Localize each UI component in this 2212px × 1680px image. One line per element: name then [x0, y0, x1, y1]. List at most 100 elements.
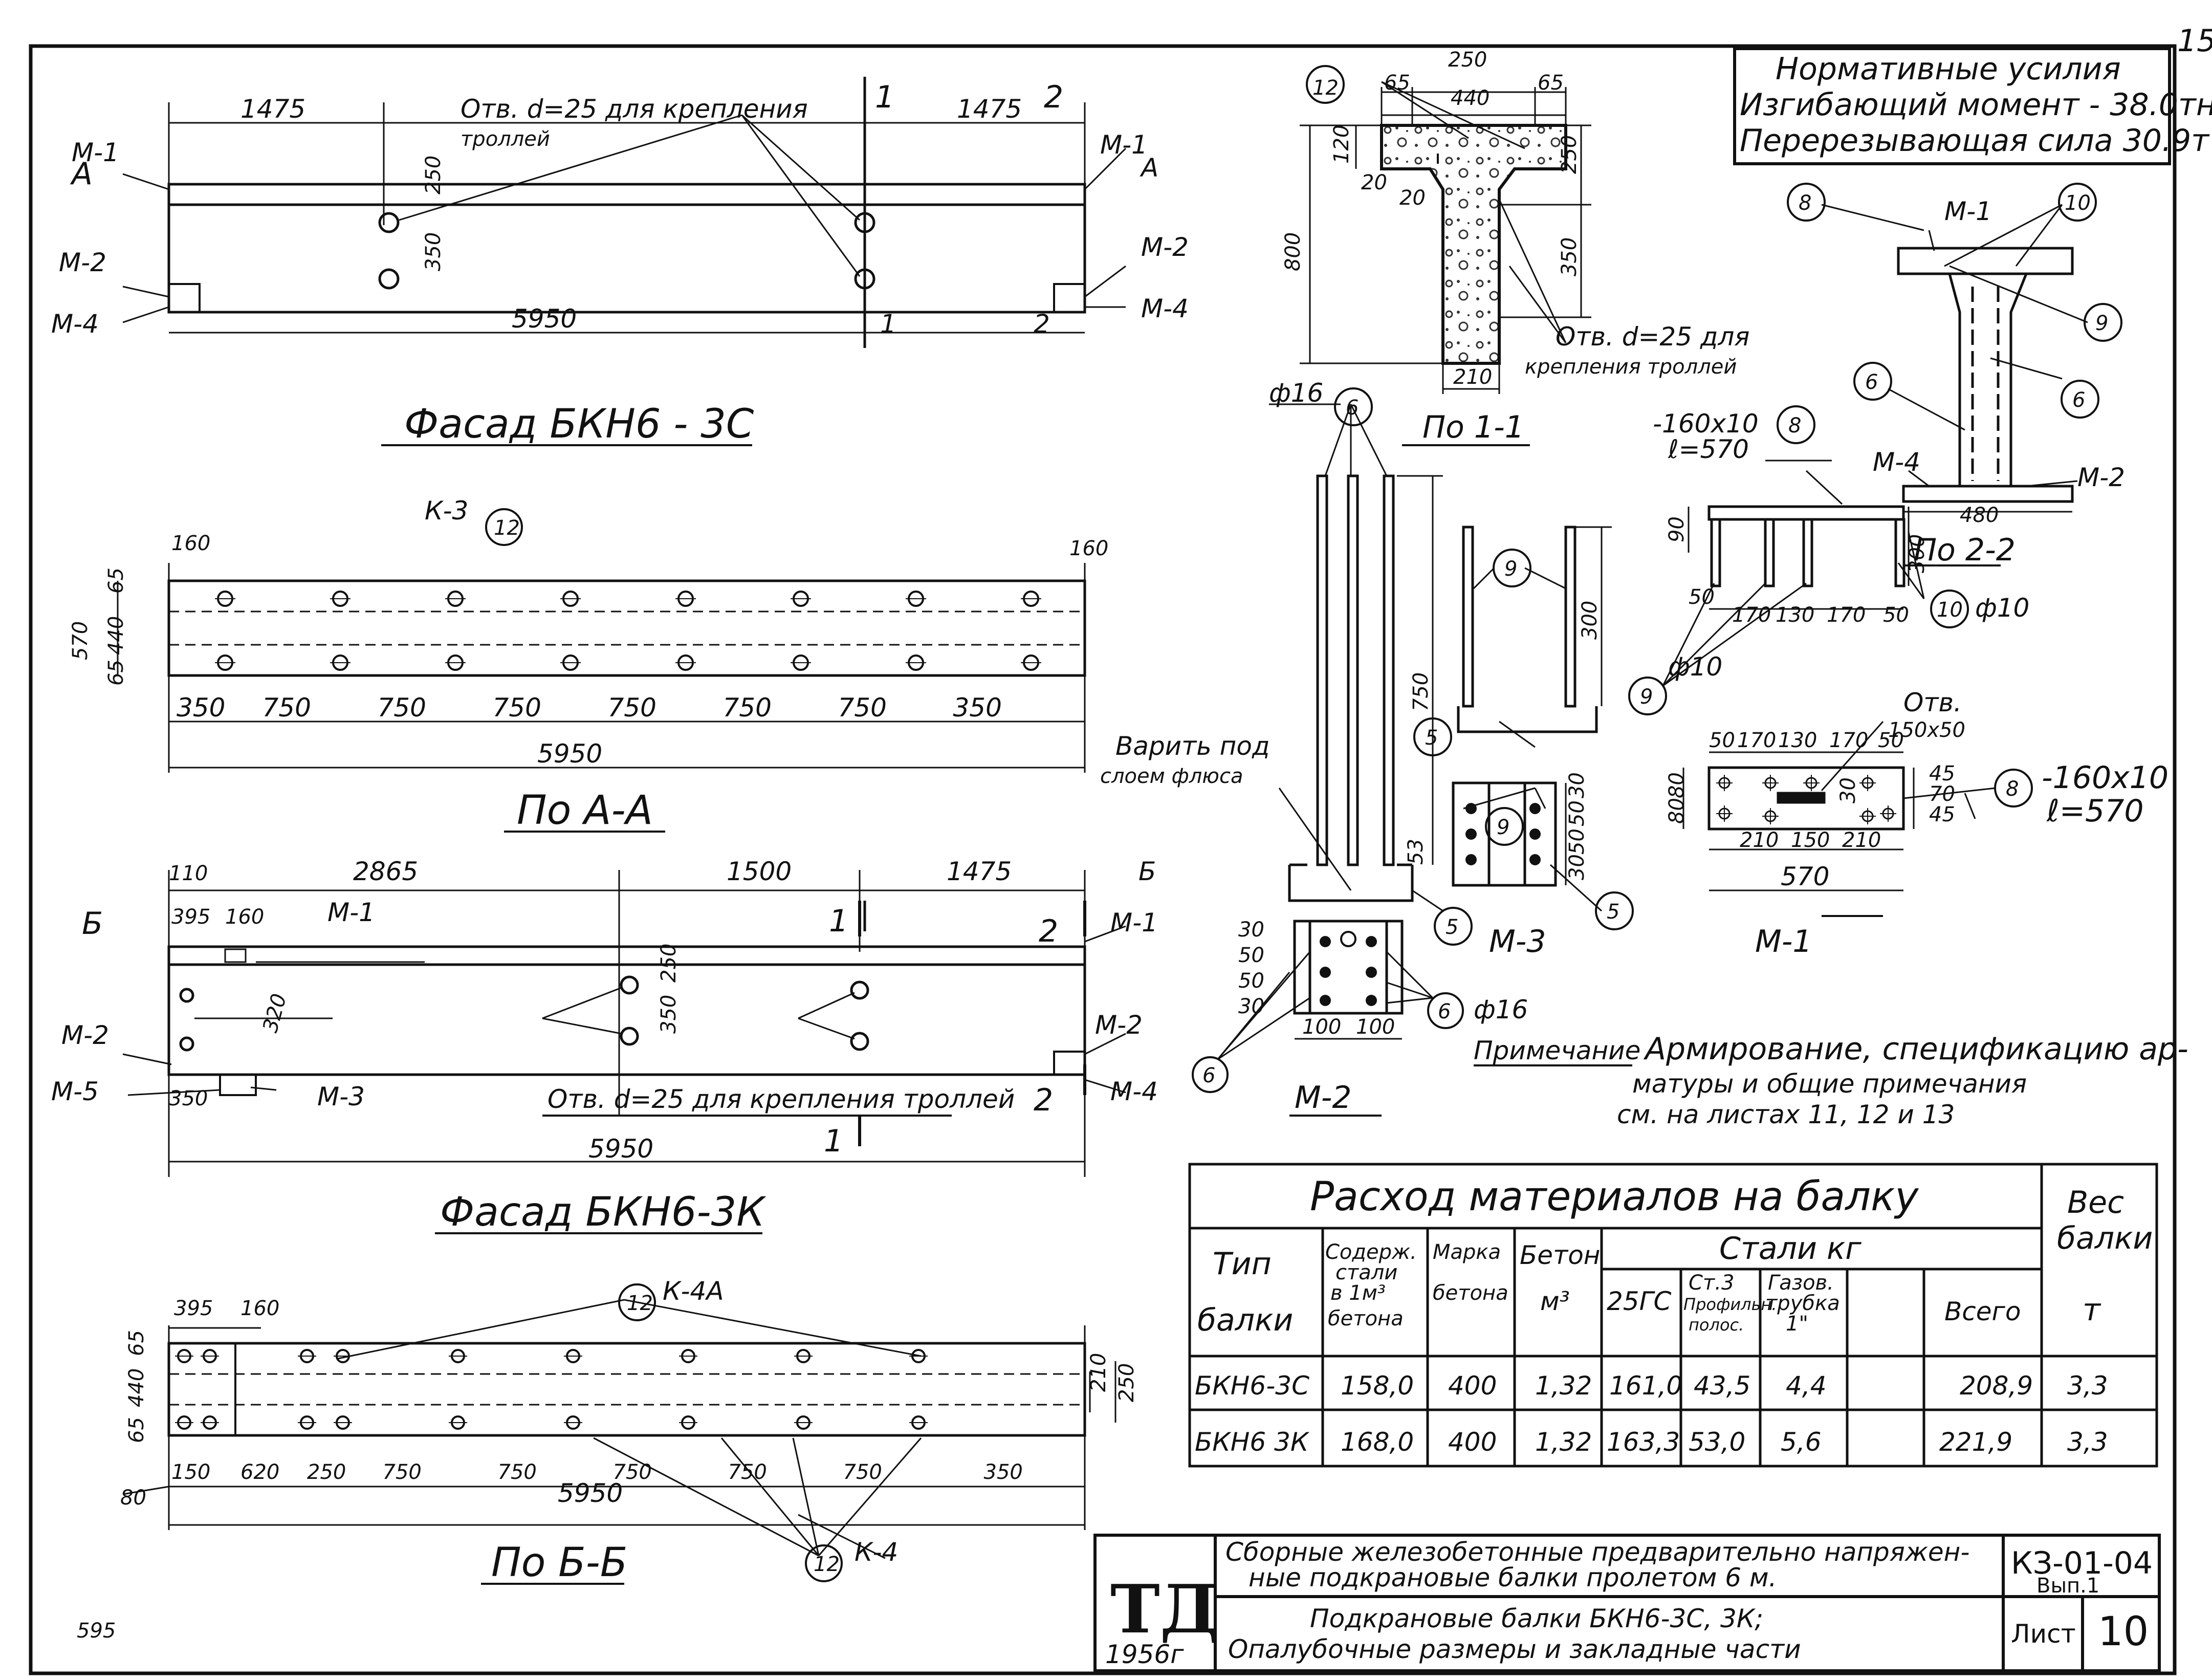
bearing-plate-left — [219, 1074, 257, 1096]
title-block-year: 1956г — [1105, 1640, 1184, 1669]
s22-m4: М-4 — [1873, 447, 1920, 477]
m1-dim-170b: 170 — [1827, 603, 1866, 627]
table-row: БКН6-3С 158,0 400 1,32 161,0 43,5 4,4 20… — [1195, 1371, 2108, 1401]
facade-3k-hole-note: Отв. d=25 для крепления троллей — [547, 1084, 1015, 1114]
trolley-hole — [620, 1027, 639, 1046]
m3-marker9-plate: 9 — [1497, 816, 1509, 839]
cell-total: 221,9 — [1939, 1427, 2012, 1457]
facade-3k-cut1-top: 1 — [829, 903, 848, 939]
marker-circle — [485, 508, 523, 546]
s22-marker6-right: 6 — [2072, 388, 2085, 412]
m1-plan-top-170a: 170 — [1737, 729, 1776, 752]
sheet-border — [29, 44, 2177, 1675]
table-col-st3-1: Ст.3 — [1689, 1271, 1734, 1295]
materials-table: Расход материалов на балку Вес балки т Т… — [1188, 1163, 2158, 1468]
m1-plate-2: ℓ=570 — [1668, 434, 1749, 464]
facade-3k-dim-1500: 1500 — [727, 857, 792, 886]
table-row: БКН6 3К 168,0 400 1,32 163,3 53,0 5,6 22… — [1195, 1427, 2108, 1457]
bearing-plate-right — [1053, 283, 1086, 313]
s22-marker8: 8 — [1799, 191, 1811, 215]
m1-plan-top-50a: 50 — [1709, 729, 1735, 752]
facade-3c-dim-right: 1475 — [957, 94, 1022, 124]
facade-3c-dim-250: 250 — [422, 156, 445, 194]
cell-total: 208,9 — [1960, 1371, 2033, 1401]
bearing-plate-left — [168, 283, 201, 313]
table-steel-content-4: бетона — [1328, 1307, 1404, 1330]
facade-3k-cut2-top: 2 — [1039, 913, 1058, 949]
plan-aa-k3: К-3 — [425, 496, 468, 526]
table-col-pipe-3: 1" — [1786, 1312, 1808, 1336]
plan-bb-k4: К-4 — [855, 1537, 898, 1567]
table-type-2: балки — [1197, 1302, 1293, 1338]
m3-marker5-left: 5 — [1425, 726, 1438, 750]
m3-marker5-right: 5 — [1607, 900, 1619, 924]
loads-line-1: Нормативные усилия — [1776, 51, 2121, 87]
plan-aa-spacing-label: 750 — [723, 693, 772, 723]
table-weight-1: Вес — [2067, 1185, 2124, 1220]
m2-marker5: 5 — [1446, 915, 1458, 939]
s22-bottom-plate — [1902, 485, 2074, 503]
s22-dim-480: 480 — [1960, 504, 1999, 527]
marker-circle — [1595, 891, 1634, 930]
plan-aa-total: 5950 — [537, 739, 602, 769]
facade-3c — [122, 77, 1127, 446]
marker-circle — [618, 1283, 656, 1321]
plan-bb-dim-65a: 65 — [125, 1330, 148, 1356]
plan-aa-spacing-label: 750 — [838, 693, 887, 723]
m1-plan-210a: 210 — [1740, 828, 1779, 852]
plan-aa-spacing-label: 750 — [378, 693, 426, 723]
cell-pipe: 5,6 — [1781, 1427, 1822, 1457]
facade-3k-m4: М-4 — [1110, 1077, 1158, 1106]
m1-plan-plate-1: -160x10 — [2042, 760, 2169, 796]
section-11-marker: 12 — [1312, 76, 1339, 100]
m2-dim-30b: 30 — [1238, 995, 1264, 1018]
marker-circle — [2058, 183, 2097, 222]
table-steel-group: Стали кг — [1719, 1231, 1861, 1267]
trolley-hole — [378, 268, 400, 290]
cell-grade: 400 — [1448, 1371, 1497, 1401]
facade-3k-m5: М-5 — [51, 1077, 99, 1106]
facade-3c-cut-a-right: А — [1140, 153, 1158, 183]
corner-mark: 595 — [77, 1619, 116, 1643]
section-11-dim-440: 440 — [1451, 86, 1490, 110]
plan-aa-dim-440: 440 — [104, 616, 128, 655]
section-11-dim-65a: 65 — [1384, 71, 1410, 95]
facade-3c-m2-left: М-2 — [59, 248, 106, 277]
plan-aa-spacing-label: 750 — [493, 693, 541, 723]
plan-bb-total: 5950 — [558, 1478, 623, 1508]
table-weight-2: балки — [2057, 1220, 2153, 1256]
m1-dim-130: 130 — [1776, 603, 1814, 627]
m1-dim-50a: 50 — [1689, 585, 1715, 609]
m2-marker6-top: 6 — [1346, 396, 1359, 420]
note-label: Примечание — [1474, 1036, 1640, 1065]
m3-dim-50a: 50 — [1565, 800, 1589, 826]
m2-dim-50a: 50 — [1238, 944, 1264, 967]
marker-circle — [1493, 549, 1531, 587]
m1-plan-left-80a: 80 — [1665, 772, 1689, 798]
bearing-plate-right — [1053, 1051, 1086, 1076]
m2-dim-100a: 100 — [1302, 1015, 1341, 1039]
marker-circle — [1413, 717, 1452, 756]
m1-dia10-right: ф10 — [1975, 593, 2029, 623]
m1-dim-50b: 50 — [1883, 603, 1909, 627]
m1-plan-top-130: 130 — [1778, 729, 1817, 752]
table-col-pipe-2: трубка — [1765, 1292, 1840, 1315]
section-11-dim-210: 210 — [1453, 365, 1492, 389]
table-col-pipe-1: Газов. — [1768, 1271, 1834, 1295]
facade-3k-dim-1475: 1475 — [947, 857, 1012, 886]
facade-3c-cut2-bottom: 2 — [1034, 309, 1050, 339]
m1-dim-300: 300 — [1906, 534, 1929, 573]
plan-bb-marker-bottom: 12 — [814, 1553, 840, 1576]
section-11: 12 250 65 440 65 120 800 20 20 250 350 2… — [1281, 48, 1750, 446]
plan-bb-dim-440: 440 — [125, 1368, 148, 1407]
s22-marker10: 10 — [2065, 191, 2091, 215]
marker-circle — [1787, 183, 1826, 222]
plan-aa-spacing-label: 350 — [177, 693, 225, 723]
beam-plan — [167, 1342, 1086, 1437]
s22-top-plate — [1897, 247, 2074, 275]
marker-circle — [1930, 590, 1969, 628]
m2-marker6-right: 6 — [1438, 1000, 1451, 1023]
section-11-dim-120: 120 — [1330, 125, 1353, 164]
s22-web — [1947, 272, 2028, 488]
cell-st3: 43,5 — [1694, 1371, 1750, 1401]
